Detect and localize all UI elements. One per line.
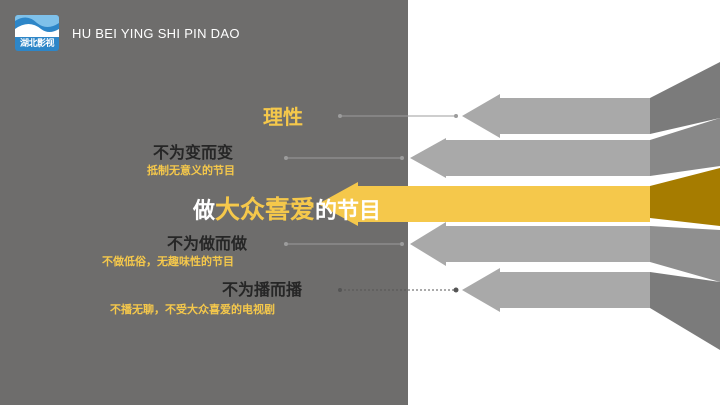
arrow-2 (410, 118, 720, 178)
main-slogan-highlight: 大众喜爱 (215, 195, 316, 224)
main-slogan: 做大众喜爱的节目 (193, 190, 381, 226)
arrow-1 (462, 62, 720, 138)
item-4-subtitle: 不播无聊，不受大众喜爱的电视剧 (110, 303, 275, 316)
item-3-subtitle: 不做低俗，无趣味性的节目 (102, 255, 234, 268)
item-1-title: 理性 (263, 105, 303, 129)
item-2-title: 不为变而变 (153, 143, 234, 162)
brand-title: HU BEI YING SHI PIN DAO (72, 26, 240, 41)
arrow-3 (410, 222, 720, 282)
main-slogan-part3: 的节目 (315, 199, 382, 224)
logo-text: 湖北影视 (19, 39, 55, 49)
wave-icon (15, 15, 59, 37)
item-2-subtitle: 抵制无意义的节目 (147, 164, 235, 177)
arrow-4 (462, 268, 720, 350)
item-3-title: 不为做而做 (167, 234, 248, 253)
main-slogan-part1: 做 (193, 199, 216, 224)
channel-logo: 湖北影视 (15, 15, 59, 51)
arrow-main (318, 168, 720, 226)
item-4-title: 不为播而播 (222, 280, 303, 299)
